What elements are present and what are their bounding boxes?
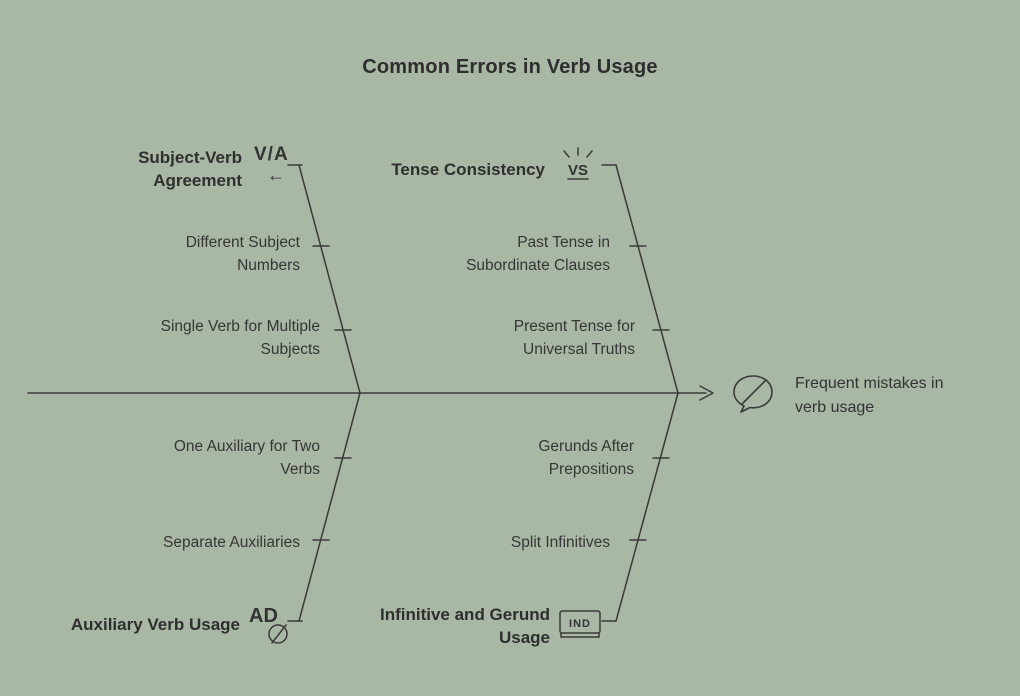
branch-top-right — [615, 164, 679, 394]
speech-bubble-icon — [728, 370, 778, 416]
category-auxiliary-verb-usage: Auxiliary Verb Usage — [70, 615, 240, 634]
category-infinitive-gerund-usage: Infinitive and Gerund Usage — [379, 605, 550, 647]
tense-consistency-icon: VS — [558, 146, 598, 186]
infinitive-gerund-icon: IND — [558, 608, 604, 642]
sub-item-split-infinitives: Split Infinitives — [510, 534, 610, 551]
branch-bottom-right — [615, 392, 679, 622]
effect-label: Frequent mistakes in verb usage — [795, 375, 944, 416]
diagram-title: Common Errors in Verb Usage — [362, 56, 658, 78]
spine-arrowhead — [699, 385, 714, 401]
category-subject-verb-agreement: Subject-Verb Agreement — [138, 148, 242, 190]
auxiliary-verb-icon: AD — [248, 598, 294, 648]
branch-bottom-left — [298, 392, 361, 622]
sub-item-present-tense-universal: Present Tense for Universal Truths — [513, 318, 635, 358]
va-icon-text: V/A — [254, 144, 289, 165]
sub-item-one-auxiliary-two-verbs: One Auxiliary for Two Verbs — [173, 438, 320, 478]
vs-icon-text: VS — [568, 162, 588, 179]
sub-item-separate-auxiliaries: Separate Auxiliaries — [163, 534, 300, 551]
category-tense-consistency: Tense Consistency — [391, 160, 545, 179]
branch-ticks — [287, 164, 670, 622]
branch-top-left — [298, 164, 361, 394]
ind-icon-text: IND — [569, 618, 591, 630]
ad-icon-text: AD — [249, 605, 278, 627]
sub-item-gerunds-after-prepositions: Gerunds After Prepositions — [538, 438, 634, 478]
va-icon-arrow: ← — [267, 165, 285, 185]
sub-item-past-tense-subordinate: Past Tense in Subordinate Clauses — [466, 234, 610, 274]
subject-verb-agreement-icon: V/A ← — [254, 144, 298, 185]
sub-item-single-verb-multiple-subjects: Single Verb for Multiple Subjects — [160, 318, 320, 358]
sub-item-different-subject-numbers: Different Subject Numbers — [185, 234, 300, 274]
